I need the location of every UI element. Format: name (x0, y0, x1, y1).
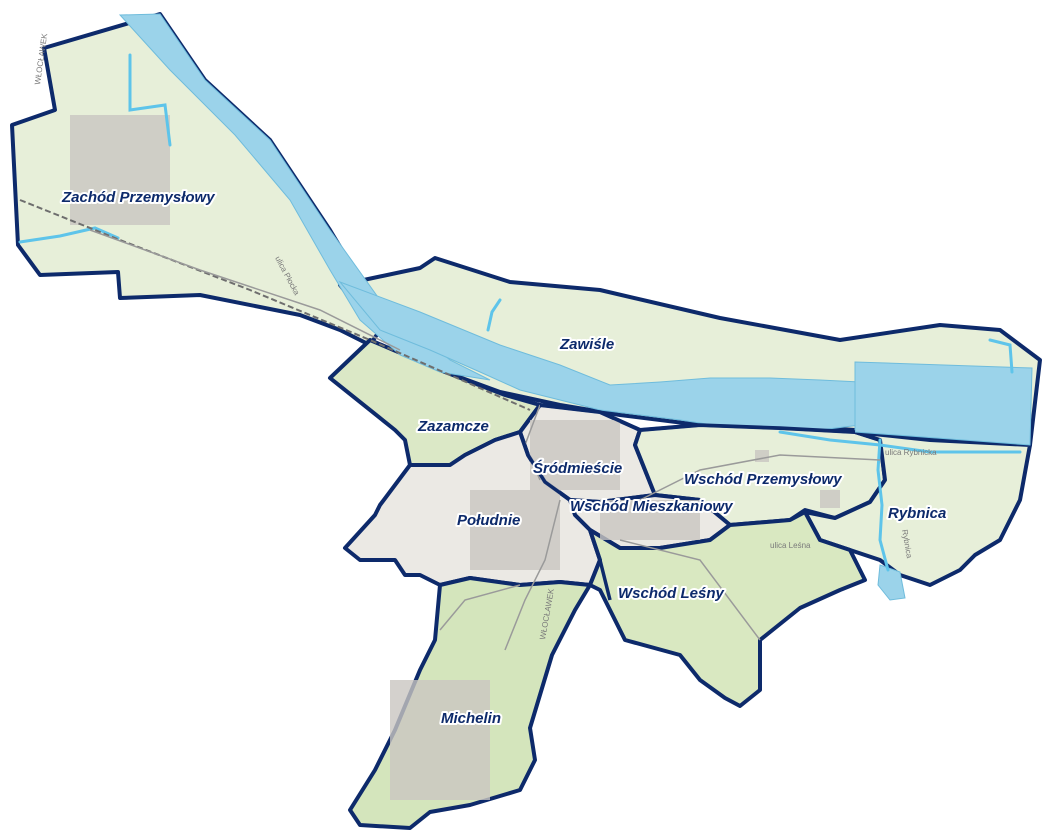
border-zawisle-south (539, 403, 856, 434)
district-area-rybnica[interactable] (803, 430, 1032, 587)
michelin-housing-block (390, 680, 490, 800)
district-label-poludnie[interactable]: Południe (455, 510, 522, 531)
district-label-rybnica[interactable]: Rybnica (886, 503, 948, 524)
road-south (504, 499, 561, 651)
district-area-wschod-lesny[interactable] (588, 510, 867, 708)
road-michelin (439, 584, 521, 631)
canal-east (778, 430, 1022, 454)
district-label-wschod-przemyslowy[interactable]: Wschód Przemysłowy (682, 469, 844, 490)
district-label-zawisle[interactable]: Zawiśle (557, 334, 616, 355)
urban-areas (70, 115, 840, 800)
border-srodmiescie-poludnie (518, 431, 612, 601)
vistula-river (118, 13, 1033, 601)
road-plocka (89, 229, 401, 351)
district-label-srodmiescie[interactable]: Śródmieście (531, 457, 624, 479)
transport-lines (19, 199, 881, 651)
district-label-zazamcze[interactable]: Zazamcze (415, 416, 491, 437)
river-west-segment (118, 13, 491, 381)
road-lesna (619, 539, 761, 641)
district-label-wschod-lesny[interactable]: Wschód Leśny (616, 583, 727, 604)
road-east (639, 454, 881, 501)
stream-east (988, 338, 1014, 374)
street-label: ulica Rybnicka (885, 448, 937, 457)
stream-zawisle (486, 298, 502, 332)
streams (18, 53, 1022, 572)
street-label: ulica Leśna (770, 541, 811, 550)
canal-north (128, 53, 172, 147)
river-east-reservoir (854, 361, 1033, 446)
south-housing-block (470, 490, 560, 570)
district-label-michelin[interactable]: Michelin (439, 708, 503, 729)
district-labels: Zachód Przemysłowy Zawiśle Zazamcze Śród… (59, 187, 948, 729)
rybnica-pond (877, 564, 906, 601)
district-label-zachod-przemyslowy[interactable]: Zachód Przemysłowy (59, 187, 217, 208)
city-center-block (530, 420, 620, 490)
canal-west (18, 226, 120, 244)
district-area-zachod-przemyslowy[interactable] (10, 12, 382, 347)
factory-block-2 (755, 450, 769, 462)
industrial-zone (70, 115, 170, 225)
railway-main (19, 199, 531, 411)
district-label-wschod-mieszkaniowy[interactable]: Wschód Mieszkaniowy (568, 496, 735, 517)
district-borders (518, 403, 856, 601)
factory-block (820, 490, 840, 508)
east-housing-block (600, 500, 700, 540)
